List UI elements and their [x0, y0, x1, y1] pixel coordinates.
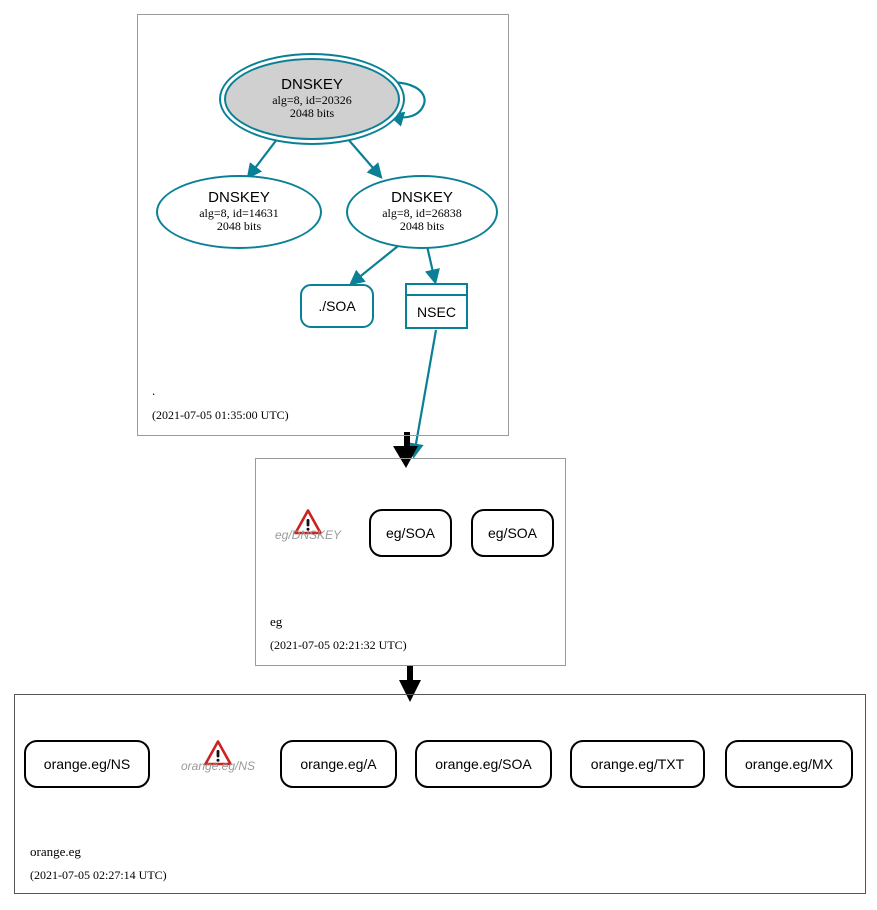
record-node-orange-mx[interactable]: orange.eg/MX	[725, 740, 853, 788]
edge-zsk26838-to-nsec	[424, 245, 440, 285]
dnskey-size: 2048 bits	[289, 106, 335, 121]
record-label: eg/SOA	[487, 525, 538, 541]
edge-root-to-eg	[393, 432, 418, 468]
dnskey-node-zsk-26838[interactable]: DNSKEY alg=8, id=26838 2048 bits	[346, 175, 498, 249]
record-node-orange-ns[interactable]: orange.eg/NS	[24, 740, 150, 788]
zone-box-eg	[255, 458, 566, 666]
record-label: orange.eg/TXT	[590, 756, 685, 772]
edge-eg-to-orange	[399, 666, 421, 702]
warning-label: orange.eg/NS	[180, 759, 256, 773]
warning-label: eg/DNSKEY	[274, 528, 342, 542]
zone-timestamp-orange-eg: (2021-07-05 02:27:14 UTC)	[30, 868, 167, 882]
zone-timestamp-root: (2021-07-05 01:35:00 UTC)	[152, 408, 289, 422]
dnskey-node-zsk-14631[interactable]: DNSKEY alg=8, id=14631 2048 bits	[156, 175, 322, 249]
record-node-root-soa[interactable]: ./SOA	[300, 284, 374, 328]
warning-triangle-icon	[294, 509, 322, 535]
dnskey-title: DNSKEY	[281, 76, 343, 94]
record-label: orange.eg/A	[300, 756, 377, 772]
record-label: eg/SOA	[385, 525, 436, 541]
zone-label-orange-eg: orange.eg	[30, 844, 81, 859]
warning-group-eg-dnskey[interactable]: eg/DNSKEY	[268, 509, 348, 542]
dnskey-title: DNSKEY	[208, 189, 270, 207]
warning-triangle-icon	[204, 740, 232, 766]
zone-label-root: .	[152, 383, 156, 398]
zone-box-root	[137, 14, 509, 436]
record-label: orange.eg/NS	[43, 756, 131, 772]
dnskey-params: alg=8, id=20326	[272, 92, 352, 107]
zone-box-orange-eg	[14, 694, 866, 894]
dnskey-size: 2048 bits	[399, 219, 445, 234]
dnskey-node-ksk-20326[interactable]: DNSKEY alg=8, id=20326 2048 bits	[224, 58, 400, 140]
edge-ksk-self-loop	[377, 81, 426, 127]
record-node-orange-soa[interactable]: orange.eg/SOA	[415, 740, 552, 788]
record-label: ./SOA	[318, 298, 356, 314]
dnskey-params: alg=8, id=26838	[382, 205, 462, 220]
nsec-label: NSEC	[417, 303, 456, 320]
record-node-orange-txt[interactable]: orange.eg/TXT	[570, 740, 705, 788]
edge-ksk-to-zsk14631	[246, 137, 279, 180]
edge-ksk-to-zsk26838	[346, 137, 383, 179]
nsec-header-row	[407, 285, 466, 296]
warning-group-orange-ns[interactable]: orange.eg/NS	[175, 740, 261, 773]
edge-zsk26838-to-soa	[349, 245, 399, 286]
record-node-root-nsec[interactable]: NSEC	[405, 283, 468, 329]
zone-label-eg: eg	[270, 614, 283, 629]
dnskey-size: 2048 bits	[216, 219, 262, 234]
record-label: orange.eg/SOA	[435, 756, 532, 772]
record-node-eg-soa-1[interactable]: eg/SOA	[369, 509, 452, 557]
zone-timestamp-eg: (2021-07-05 02:21:32 UTC)	[270, 638, 407, 652]
dnskey-title: DNSKEY	[391, 189, 453, 207]
record-node-eg-soa-2[interactable]: eg/SOA	[471, 509, 554, 557]
dnskey-params: alg=8, id=14631	[199, 205, 279, 220]
record-node-orange-a[interactable]: orange.eg/A	[280, 740, 397, 788]
record-label: orange.eg/MX	[745, 756, 833, 772]
edge-nsec-to-eg	[408, 329, 438, 459]
